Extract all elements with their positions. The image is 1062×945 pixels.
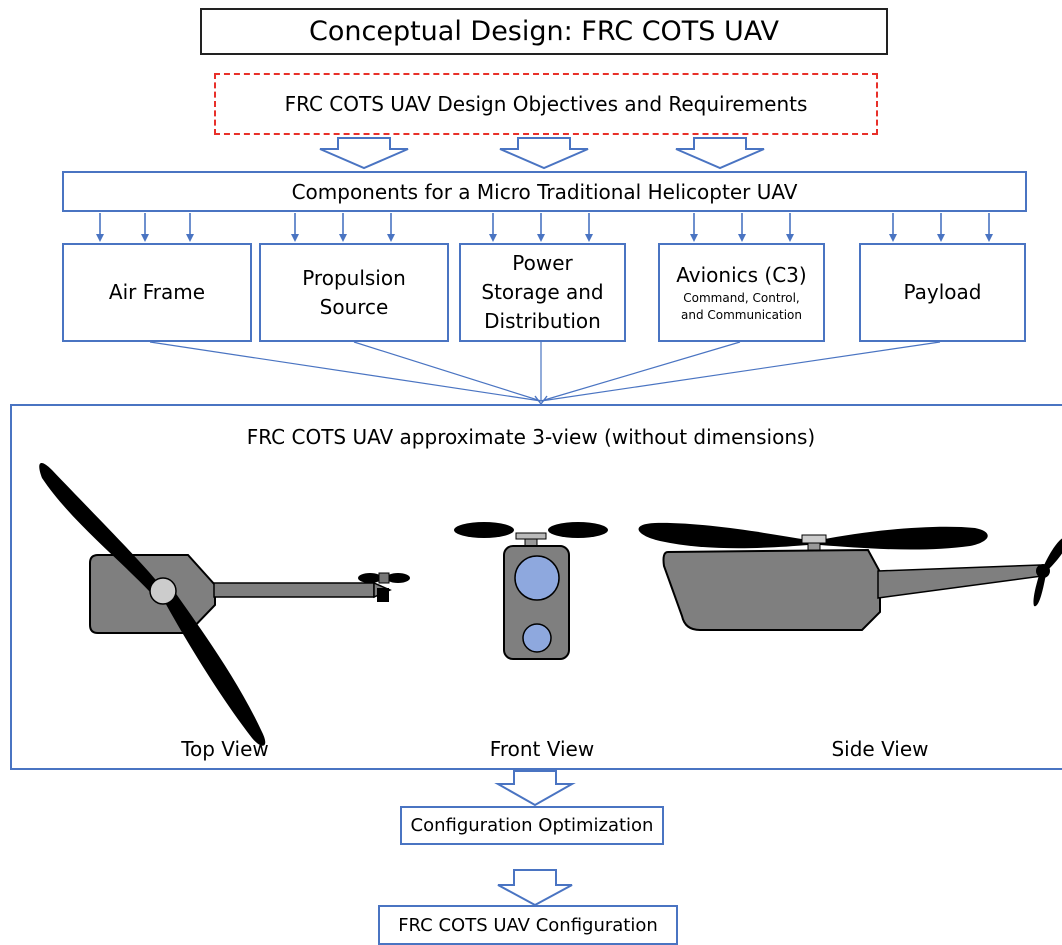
top-view-tail-rotor-right xyxy=(386,573,410,583)
front-view-rotor-left xyxy=(454,522,514,538)
block-arrow-center xyxy=(499,137,589,170)
configuration-optimization-text: Configuration Optimization xyxy=(410,815,654,836)
small-arrows xyxy=(96,213,993,242)
component-payload-label: Payload xyxy=(903,280,982,304)
components-header-box: Components for a Micro Traditional Helic… xyxy=(62,171,1027,212)
side-view-tail-rotor-lower xyxy=(1033,572,1046,607)
top-view-rotor-hub xyxy=(149,577,177,605)
block-arrows-bottom xyxy=(494,770,576,907)
component-airframe-box: Air Frame xyxy=(62,243,252,342)
top-view-rotor-blade-upper xyxy=(39,463,161,592)
configuration-optimization-box: Configuration Optimization xyxy=(400,806,664,845)
components-header-text: Components for a Micro Traditional Helic… xyxy=(291,179,798,204)
block-arrow-to-optimization xyxy=(494,770,576,807)
block-arrow-to-configuration xyxy=(497,869,573,907)
front-view-upper-window xyxy=(514,555,560,601)
side-view-tail-rotor-hub xyxy=(1036,564,1050,578)
side-view-label: Side View xyxy=(831,737,929,761)
side-view-tail-rotor-upper xyxy=(1042,538,1062,572)
top-view-tail-rotor-left xyxy=(358,573,382,583)
component-payload-box: Payload xyxy=(859,243,1026,342)
front-view-lower-window xyxy=(522,623,552,653)
component-power-line2: Storage and xyxy=(481,280,604,304)
component-power-line3: Distribution xyxy=(484,309,601,333)
side-view-rotor-left xyxy=(638,522,808,549)
component-propulsion-line1: Propulsion xyxy=(302,265,406,290)
configuration-final-text: FRC COTS UAV Configuration xyxy=(398,914,658,936)
component-propulsion-box: Propulsion Source xyxy=(259,243,449,342)
component-power-line1: Power xyxy=(512,251,573,275)
side-view-rotor-right xyxy=(820,526,988,550)
diagram-title: Conceptual Design: FRC COTS UAV xyxy=(200,8,888,55)
component-airframe-label: Air Frame xyxy=(108,280,206,304)
component-avionics-title: Avionics (C3) xyxy=(676,263,807,288)
block-arrow-left xyxy=(319,137,409,170)
component-avionics-sub2: and Communication xyxy=(681,308,802,322)
side-view-fuselage xyxy=(662,548,881,631)
front-view-drawing xyxy=(454,522,608,660)
component-avionics-box: Avionics (C3) Command, Control, and Comm… xyxy=(658,243,825,342)
diagram-title-text: Conceptual Design: FRC COTS UAV xyxy=(309,16,779,47)
three-view-title: FRC COTS UAV approximate 3-view (without… xyxy=(246,425,816,449)
three-view-panel xyxy=(10,404,1062,770)
front-view-label: Front View xyxy=(489,737,595,761)
configuration-final-box: FRC COTS UAV Configuration xyxy=(378,905,678,945)
block-arrows-top xyxy=(319,137,765,170)
top-view-label: Top View xyxy=(181,737,269,761)
objectives-box: FRC COTS UAV Design Objectives and Requi… xyxy=(214,73,878,135)
component-power-box: Power Storage and Distribution xyxy=(459,243,626,342)
front-view-rotor-right xyxy=(548,522,608,538)
component-propulsion-line2: Source xyxy=(319,294,389,319)
converging-lines xyxy=(149,341,941,402)
component-avionics-sub1: Command, Control, xyxy=(683,291,800,306)
top-view-tail-rotor-hub xyxy=(378,572,390,584)
top-view-drawing xyxy=(39,463,410,746)
top-view-rotor-blade-lower xyxy=(162,588,266,746)
block-arrow-right xyxy=(675,137,765,170)
top-view-tail-rotor-box xyxy=(377,588,389,602)
side-view-drawing xyxy=(638,522,1062,631)
objectives-text: FRC COTS UAV Design Objectives and Requi… xyxy=(284,92,808,116)
